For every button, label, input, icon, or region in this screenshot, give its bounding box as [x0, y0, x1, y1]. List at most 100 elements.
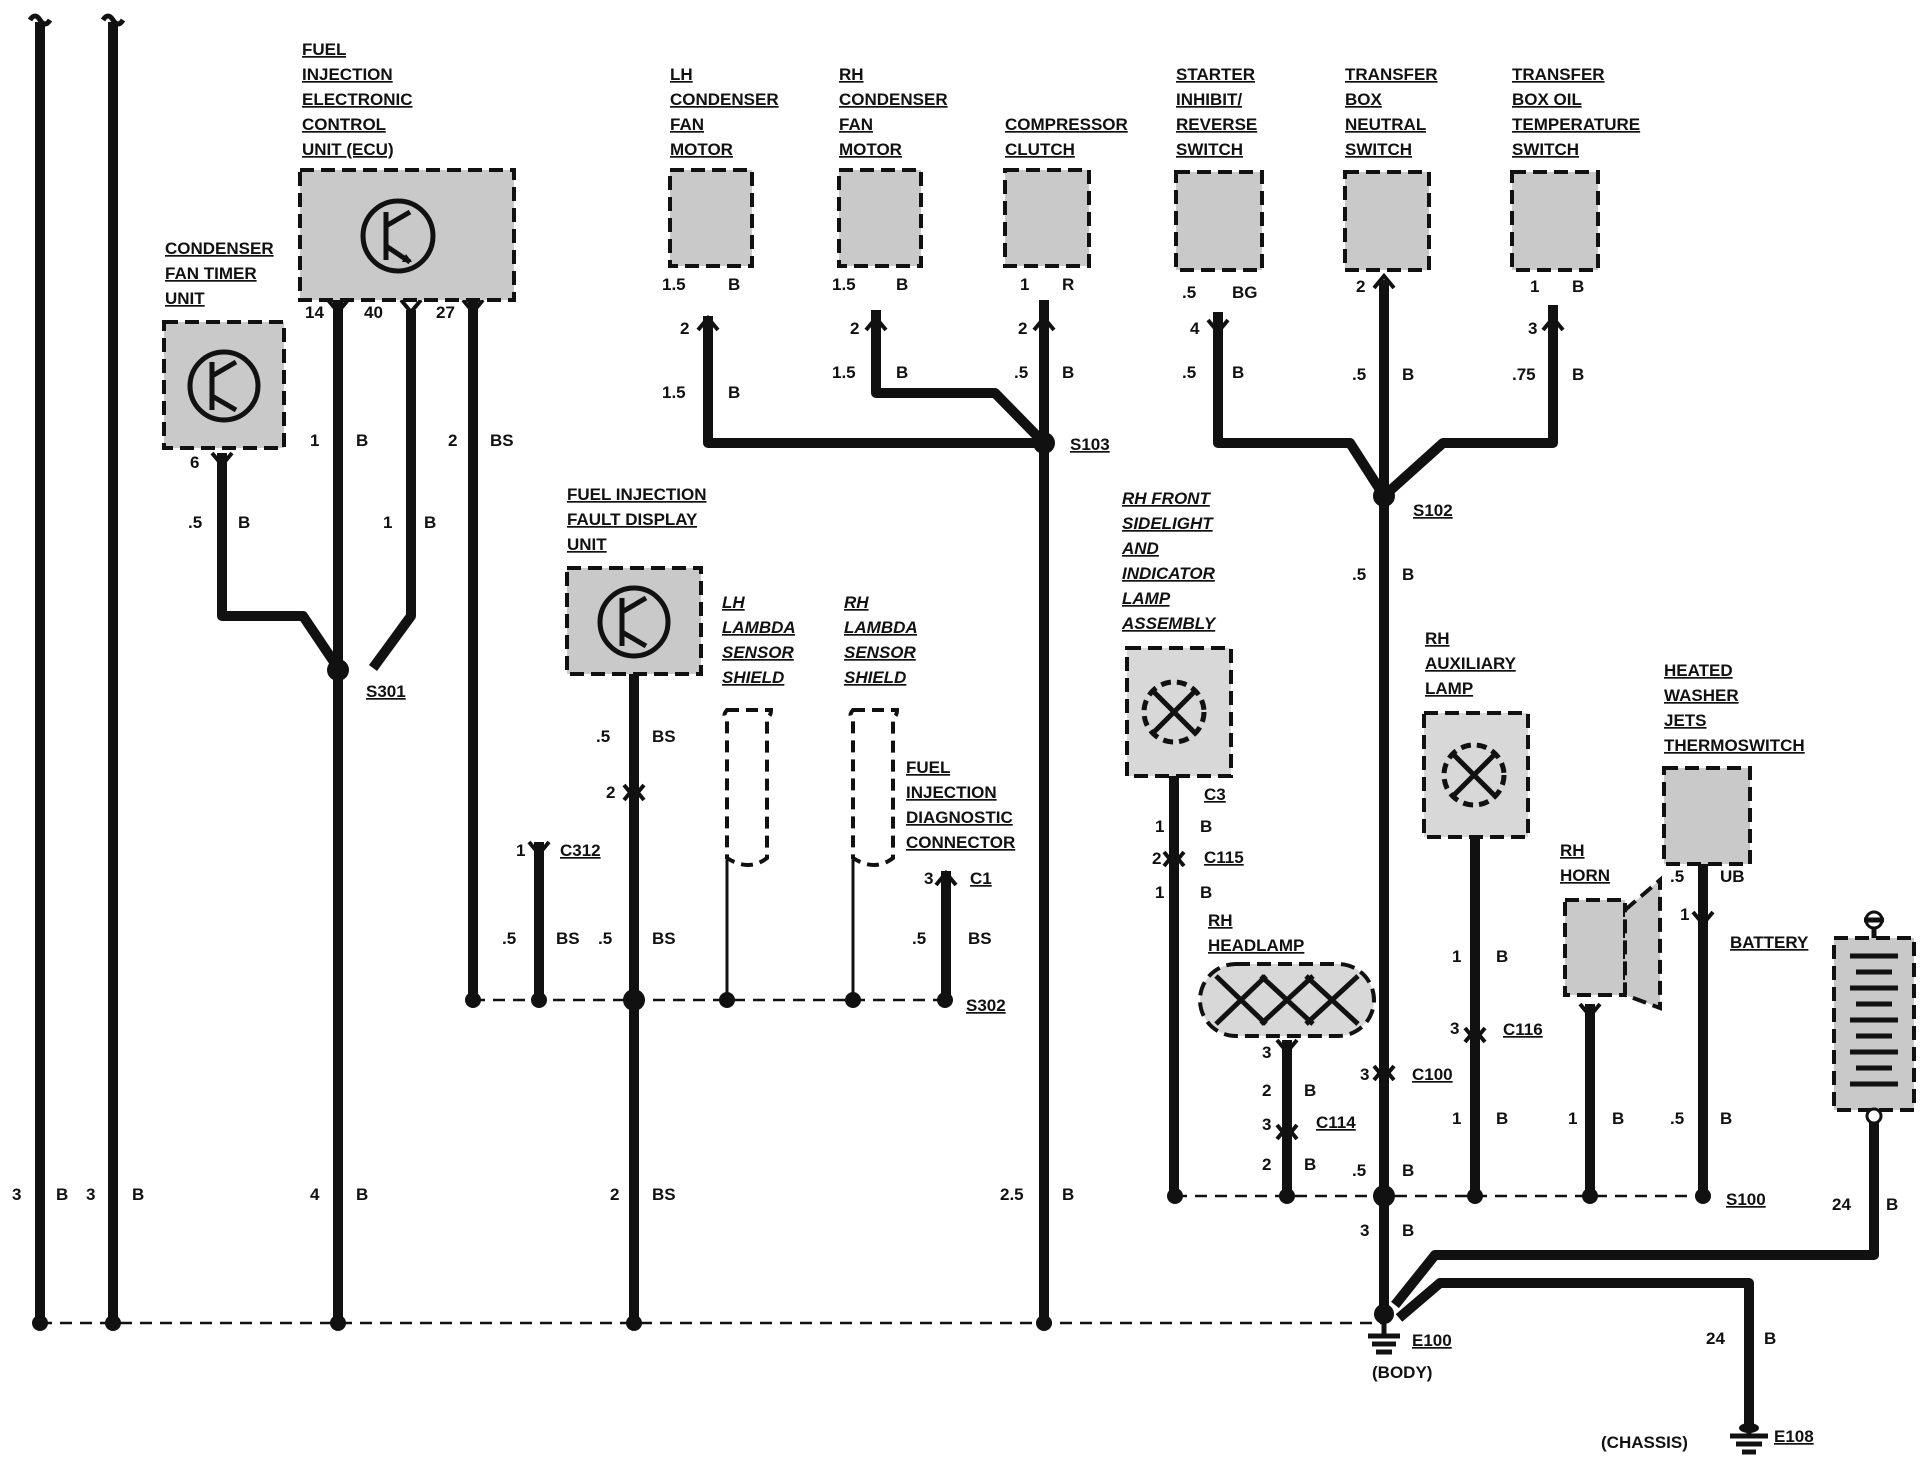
component-rh-lambda-shield	[848, 708, 900, 867]
component-battery-box	[1832, 910, 1916, 1125]
wire-label: UB	[1720, 867, 1745, 886]
wire-label: 1	[1568, 1109, 1577, 1128]
wire-label: .75	[1512, 365, 1536, 384]
wires	[35, 22, 1879, 1425]
reference-labels: S301 S103 S102 S302 S100 E100 E108 (BODY…	[366, 435, 1814, 1452]
wire-label: B	[1496, 1109, 1508, 1128]
pin-label: 40	[364, 303, 383, 322]
wire-label: B	[1304, 1155, 1316, 1174]
component-labels: FUEL INJECTION ELECTRONIC CONTROL UNIT (…	[165, 40, 1809, 955]
pin-label: 2	[1262, 1081, 1271, 1100]
pin-label: 3	[1360, 1065, 1369, 1084]
wire-label: 1	[310, 431, 319, 450]
wire-label: R	[1062, 275, 1074, 294]
label-neutral: TRANSFER BOX NEUTRAL SWITCH	[1345, 65, 1442, 159]
wire-label: .5	[596, 727, 610, 746]
ground-e100: E100	[1412, 1331, 1452, 1350]
wire-label: B	[356, 1185, 368, 1204]
label-rh-fan: RH CONDENSER FAN MOTOR	[839, 65, 952, 159]
pin-label: 3	[1450, 1019, 1459, 1038]
wire-label: B	[1402, 1161, 1414, 1180]
component-lh-lambda-shield	[722, 708, 774, 867]
component-neutral-box	[1343, 170, 1431, 272]
label-sidelight: RH FRONT SIDELIGHT AND INDICATOR LAMP AS…	[1121, 489, 1220, 633]
component-clutch-box	[1003, 168, 1091, 268]
wire-label: 3	[12, 1185, 21, 1204]
label-aux-lamp: RH AUXILIARY LAMP	[1425, 629, 1520, 698]
label-ecu: FUEL INJECTION ELECTRONIC CONTROL UNIT (…	[302, 40, 417, 159]
wire-label: 24	[1706, 1329, 1725, 1348]
splice-s102: S102	[1413, 501, 1453, 520]
wire-label: B	[1402, 1221, 1414, 1240]
wire-label: 1	[1452, 1109, 1461, 1128]
connector-c100: C100	[1412, 1065, 1453, 1084]
connector-c3: C3	[1204, 785, 1226, 804]
wire-label: 24	[1832, 1195, 1851, 1214]
wire-label: .5	[502, 929, 516, 948]
wire-label: B	[728, 383, 740, 402]
label-headlamp: RH HEADLAMP	[1208, 911, 1304, 955]
wire-label: 1.5	[832, 275, 856, 294]
connector-c115: C115	[1204, 848, 1244, 867]
label-fault-display: FUEL INJECTION FAULT DISPLAY UNIT	[567, 485, 711, 554]
wire-label: BS	[652, 727, 676, 746]
ground-body: (BODY)	[1372, 1363, 1432, 1382]
pin-label: 2	[680, 319, 689, 338]
wire-label: BG	[1232, 283, 1258, 302]
splice-s103: S103	[1070, 435, 1110, 454]
ground-buses	[40, 998, 1700, 1325]
wire-label: BS	[556, 929, 580, 948]
wire-label: B	[132, 1185, 144, 1204]
pin-label: 2	[1018, 319, 1027, 338]
wire-label: BS	[968, 929, 992, 948]
label-oiltemp: TRANSFER BOX OIL TEMPERATURE SWITCH	[1512, 65, 1645, 159]
component-sidelight-box	[1125, 646, 1233, 778]
wire-label: B	[896, 275, 908, 294]
wire-label: 2	[610, 1185, 619, 1204]
pin-label: 2	[606, 783, 615, 802]
pin-label: 4	[1190, 319, 1200, 338]
pin-label: 14	[305, 303, 324, 322]
pin-label: 1	[1155, 817, 1164, 836]
pin-label: 1	[516, 841, 525, 860]
pin-label: 1	[1530, 277, 1539, 296]
wire-label: .5	[188, 513, 202, 532]
component-washer-box	[1662, 766, 1752, 866]
wire-label: B	[1720, 1109, 1732, 1128]
wire-label: B	[356, 431, 368, 450]
chassis-ground-symbol	[1730, 1423, 1768, 1455]
wire-label: BS	[652, 929, 676, 948]
wire-label: .5	[1352, 1161, 1366, 1180]
wire-label: .5	[1352, 365, 1366, 384]
body-ground-symbol	[1368, 1322, 1400, 1355]
wire-label: B	[1572, 365, 1584, 384]
component-rh-fan-box	[837, 168, 923, 268]
wire-label: B	[1496, 947, 1508, 966]
wire-label: .5	[1182, 283, 1196, 302]
wire-label: .5	[1670, 867, 1684, 886]
wire-label: 1	[383, 513, 392, 532]
wire-label: .5	[1014, 363, 1028, 382]
pin-label: 3	[1528, 319, 1537, 338]
wire-label: 3	[1360, 1221, 1369, 1240]
wire-label: 2	[448, 431, 457, 450]
wire-label: B	[424, 513, 436, 532]
label-rh-lambda: RH LAMBDA SENSOR SHIELD	[844, 593, 922, 687]
connector-c1: C1	[970, 869, 992, 888]
component-headlamp-box	[1198, 962, 1376, 1038]
wire-label: B	[1402, 365, 1414, 384]
component-aux-lamp-box	[1422, 711, 1530, 839]
wire-label: 1.5	[832, 363, 856, 382]
label-clutch: COMPRESSOR CLUTCH	[1005, 115, 1133, 159]
connector-c312: C312	[560, 841, 601, 860]
wire-labels: 3 B 3 B 14 40 27 6 1 B 2 BS .5 B 1 B 4 B…	[12, 275, 1898, 1348]
pin-label: 6	[190, 453, 199, 472]
wire-label: B	[1062, 1185, 1074, 1204]
component-lh-fan-box	[668, 168, 754, 268]
wire-label: B	[1886, 1195, 1898, 1214]
ground-chassis: (CHASSIS)	[1601, 1433, 1688, 1452]
label-diagnostic-connector: FUEL INJECTION DIAGNOSTIC CONNECTOR	[906, 758, 1017, 852]
component-condenser-fan-timer-box	[162, 320, 286, 450]
component-oiltemp-box	[1510, 170, 1600, 272]
